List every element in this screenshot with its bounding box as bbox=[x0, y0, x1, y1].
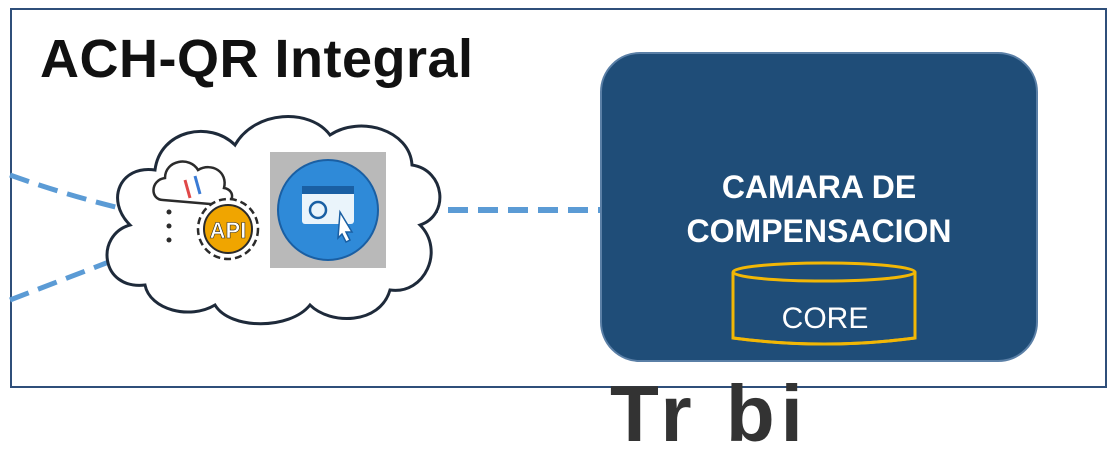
partial-bottom-text: Tr bi bbox=[610, 369, 809, 458]
svg-text:API: API bbox=[210, 218, 247, 243]
cloud-sync-icon bbox=[152, 160, 234, 243]
camara-label-line2: COMPENSACION bbox=[686, 213, 952, 249]
dashed-link-lower bbox=[9, 247, 141, 303]
camara-label-line1: CAMARA DE bbox=[721, 169, 917, 205]
diagram-canvas: API bbox=[9, 115, 600, 326]
api-gear-icon: API bbox=[196, 197, 260, 261]
core-label: CORE bbox=[781, 302, 869, 335]
diagram-title: ACH-QR Integral bbox=[40, 29, 474, 89]
camara-compensacion-label: CAMARA DE COMPENSACION bbox=[600, 165, 1038, 253]
core-database-icon bbox=[731, 261, 917, 346]
web-browser-icon bbox=[270, 152, 386, 268]
camara-compensacion-box bbox=[600, 52, 1038, 362]
